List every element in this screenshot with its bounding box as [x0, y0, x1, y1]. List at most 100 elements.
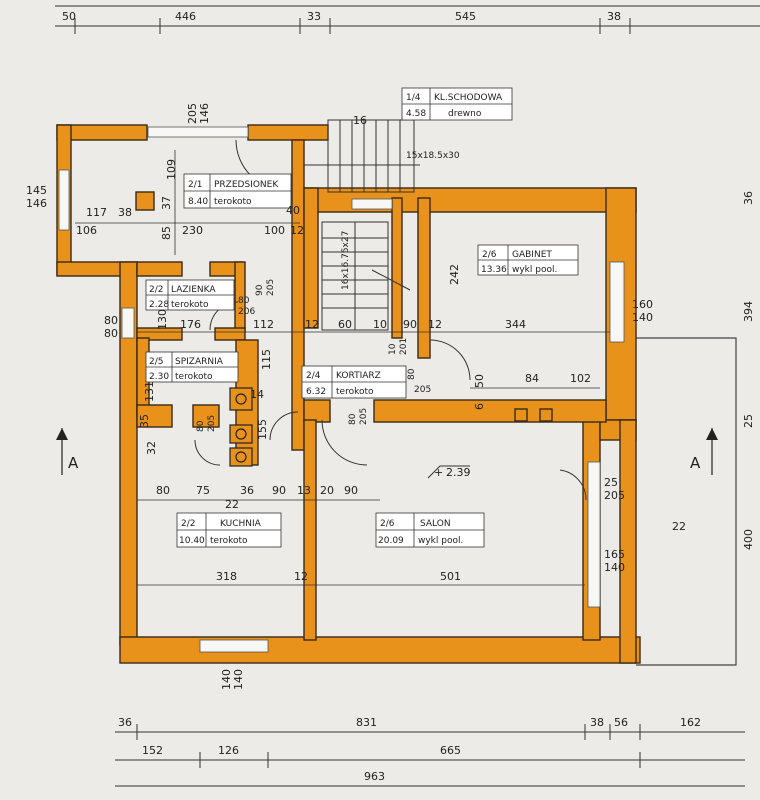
svg-text:205: 205: [414, 385, 431, 395]
dimension-lines: [75, 150, 610, 586]
svg-text:SPIZARNIA: SPIZARNIA: [175, 357, 224, 367]
svg-text:140: 140: [632, 311, 653, 324]
svg-text:20: 20: [320, 484, 334, 497]
svg-text:terokoto: terokoto: [171, 300, 209, 310]
svg-text:13: 13: [297, 484, 311, 497]
bottom-dim-38: 38: [590, 716, 604, 729]
svg-text:terokoto: terokoto: [210, 536, 248, 546]
svg-text:GABINET: GABINET: [512, 250, 552, 260]
svg-text:8.40: 8.40: [188, 197, 208, 207]
svg-text:6: 6: [473, 403, 486, 410]
svg-text:22: 22: [225, 498, 239, 511]
svg-text:25: 25: [742, 414, 755, 428]
svg-text:205: 205: [207, 415, 217, 432]
svg-text:112: 112: [253, 318, 274, 331]
svg-text:85: 85: [160, 226, 173, 240]
top-dimension-chain: [55, 5, 760, 34]
room-label-salon: 2/6 SALON 20.09 wykl pool.: [375, 512, 485, 548]
svg-text:90: 90: [272, 484, 286, 497]
outer-stairs: [304, 119, 420, 193]
svg-text:205: 205: [266, 279, 276, 296]
svg-text:140: 140: [220, 669, 233, 690]
svg-text:344: 344: [505, 318, 526, 331]
section-marker-right: A: [690, 428, 718, 475]
svg-text:176: 176: [180, 318, 201, 331]
svg-text:40: 40: [286, 204, 300, 217]
svg-text:12: 12: [305, 318, 319, 331]
svg-text:80: 80: [104, 314, 118, 327]
svg-text:146: 146: [198, 103, 211, 124]
svg-text:2/4: 2/4: [306, 371, 321, 381]
bottom-dim-963: 963: [364, 770, 385, 783]
svg-text:37: 37: [160, 196, 173, 210]
svg-text:2.28: 2.28: [149, 300, 169, 310]
svg-text:80: 80: [238, 296, 250, 306]
svg-text:2/6: 2/6: [380, 519, 395, 529]
outer-stair-label: 15x18.5x30: [406, 151, 460, 161]
bottom-dim-56: 56: [614, 716, 628, 729]
svg-text:90: 90: [403, 318, 417, 331]
svg-text:KORTIARZ: KORTIARZ: [336, 371, 381, 381]
svg-text:wykl pool.: wykl pool.: [512, 265, 557, 275]
svg-text:14: 14: [250, 388, 264, 401]
svg-text:16: 16: [353, 114, 367, 127]
level-marker: + 2.39: [427, 465, 471, 479]
svg-text:13.36: 13.36: [481, 265, 507, 275]
svg-text:4.58: 4.58: [406, 109, 426, 119]
svg-text:117: 117: [86, 206, 107, 219]
svg-text:terokoto: terokoto: [214, 197, 252, 207]
wc-fixtures: [229, 387, 253, 467]
interior-dimensions: 205 146 16 109 37 85 230 100 12 40 117 3…: [26, 103, 686, 690]
svg-text:35: 35: [138, 414, 151, 428]
room-label-korytarz: 2/4 KORTIARZ 6.32 terokoto: [301, 365, 407, 399]
svg-text:80: 80: [104, 327, 118, 340]
svg-text:80: 80: [156, 484, 170, 497]
svg-text:75: 75: [196, 484, 210, 497]
svg-text:155: 155: [256, 419, 269, 440]
svg-text:terokoto: terokoto: [175, 372, 213, 382]
svg-text:2.30: 2.30: [149, 372, 169, 382]
bottom-dim-831: 831: [356, 716, 377, 729]
svg-text:2.39: 2.39: [446, 466, 471, 479]
svg-text:10: 10: [373, 318, 387, 331]
bottom-dim-36: 36: [118, 716, 132, 729]
top-dim-446: 446: [175, 10, 196, 23]
bottom-dim-162: 162: [680, 716, 701, 729]
terrace-outline: [636, 337, 737, 666]
svg-text:80: 80: [348, 413, 358, 425]
bottom-dim-665: 665: [440, 744, 461, 757]
svg-text:90: 90: [255, 284, 265, 296]
svg-text:36: 36: [240, 484, 254, 497]
svg-text:PRZEDSIONEK: PRZEDSIONEK: [214, 180, 279, 190]
svg-text:2/2: 2/2: [149, 285, 163, 295]
room-label-spizarnia: 2/5 SPIZARNIA 2.30 terokoto: [145, 351, 239, 383]
right-dimension-labels: 36 394 25 400: [742, 191, 755, 550]
room-label-gabinet: 2/6 GABINET 13.36 wykl pool.: [477, 244, 579, 276]
svg-text:109: 109: [165, 159, 178, 180]
svg-text:318: 318: [216, 570, 237, 583]
svg-text:131: 131: [143, 381, 156, 402]
svg-text:2/6: 2/6: [482, 250, 497, 260]
svg-text:KL.SCHODOWA: KL.SCHODOWA: [434, 93, 503, 103]
svg-text:20.09: 20.09: [378, 536, 404, 546]
svg-text:10.40: 10.40: [179, 536, 205, 546]
svg-text:25: 25: [604, 476, 618, 489]
svg-text:wykl pool.: wykl pool.: [418, 536, 463, 546]
room-label-kuchnia: 2/2 KUCHNIA 10.40 terokoto: [176, 512, 282, 548]
svg-text:230: 230: [182, 224, 203, 237]
svg-text:2/2: 2/2: [181, 519, 195, 529]
svg-text:1/4: 1/4: [406, 93, 421, 103]
svg-text:36: 36: [742, 191, 755, 205]
svg-text:501: 501: [440, 570, 461, 583]
svg-text:140: 140: [604, 561, 625, 574]
svg-text:12: 12: [294, 570, 308, 583]
svg-text:205: 205: [186, 103, 199, 124]
svg-text:22: 22: [672, 520, 686, 533]
svg-text:6.32: 6.32: [306, 387, 326, 397]
svg-text:160: 160: [632, 298, 653, 311]
room-label-przedsionek: 2/1 PRZEDSIONEK 8.40 terokoto: [183, 173, 292, 209]
svg-text:146: 146: [26, 197, 47, 210]
top-dim-50: 50: [62, 10, 76, 23]
svg-text:38: 38: [118, 206, 132, 219]
svg-text:201: 201: [399, 338, 409, 355]
